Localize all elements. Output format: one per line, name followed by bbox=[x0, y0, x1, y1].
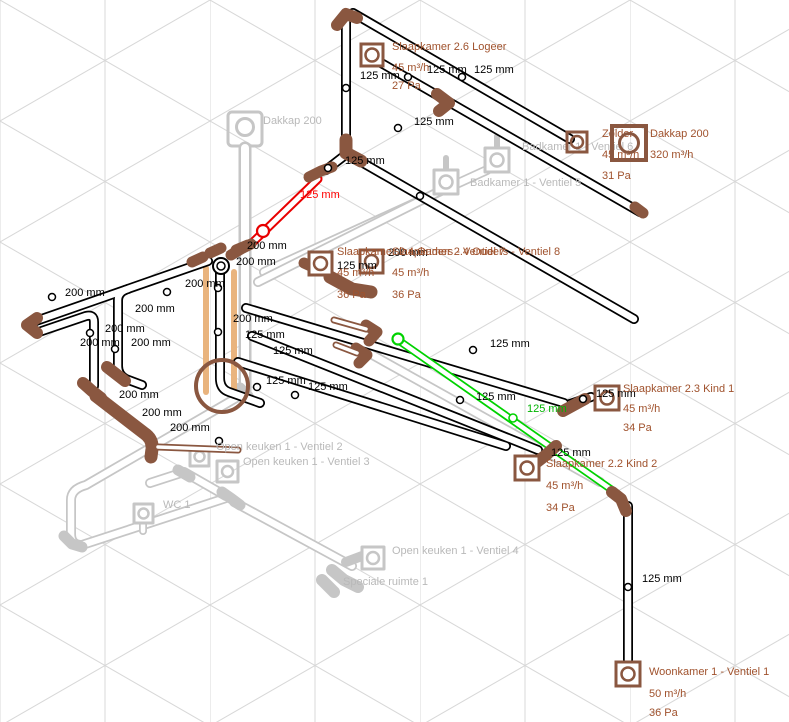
valve-icon-openkeuken-ventiel3[interactable] bbox=[215, 459, 240, 484]
green-connector-ring bbox=[391, 332, 405, 346]
valve-icon-zolder[interactable] bbox=[565, 130, 589, 154]
duct-highlight-red[interactable] bbox=[245, 174, 323, 250]
gray-elbow bbox=[172, 464, 196, 483]
roof-cap-icon-dakkap200[interactable] bbox=[610, 124, 648, 162]
elbow-fitting bbox=[629, 201, 649, 219]
valve-icon-badkamer-ventiel6[interactable] bbox=[483, 133, 511, 174]
valve-icons-active bbox=[307, 42, 642, 688]
elbow-fitting bbox=[606, 486, 632, 517]
elbow-fitting bbox=[360, 319, 383, 347]
flex-duct-tan[interactable] bbox=[203, 265, 237, 399]
valve-icon-slaapkamer26[interactable] bbox=[359, 42, 385, 68]
valve-icon-slaapkamer23[interactable] bbox=[593, 384, 621, 412]
valve-icon-openkeuken-ventiel4[interactable] bbox=[360, 545, 386, 571]
elbow-fitting bbox=[21, 312, 43, 339]
duct-highlight-green[interactable] bbox=[391, 332, 616, 494]
duct-collar-ring bbox=[194, 358, 250, 414]
elbow-fitting bbox=[101, 361, 131, 387]
valve-icon-ventiel8[interactable] bbox=[358, 248, 385, 275]
gray-elbow bbox=[316, 574, 340, 598]
elbow-fitting bbox=[186, 251, 209, 268]
gray-elbow bbox=[216, 486, 246, 511]
elbow-fitting bbox=[230, 239, 254, 256]
gray-elbow bbox=[58, 530, 88, 553]
valve-icon-badkamer-ventiel5[interactable] bbox=[432, 155, 460, 196]
gray-elbow bbox=[341, 551, 367, 567]
coupler-fitting bbox=[431, 88, 455, 117]
elbow-fitting bbox=[350, 342, 373, 369]
tee-fitting bbox=[339, 133, 368, 168]
riser-end-cap bbox=[212, 257, 230, 275]
valve-icon-slaapkamer22[interactable] bbox=[513, 454, 541, 482]
main-supply-duct bbox=[89, 389, 159, 464]
elbow-fitting bbox=[331, 8, 363, 31]
duct-rivets bbox=[47, 72, 633, 592]
gray-elbow bbox=[326, 564, 364, 593]
valve-icon-ventiel7[interactable] bbox=[307, 250, 334, 277]
reducer-fitting bbox=[323, 270, 378, 299]
duct-network-inactive[interactable] bbox=[58, 110, 605, 598]
red-connector-ring bbox=[255, 223, 271, 239]
duct-network-active[interactable] bbox=[28, 8, 645, 665]
elbow-fitting bbox=[204, 242, 227, 259]
valve-icon-woonkamer1[interactable] bbox=[614, 660, 642, 688]
valve-icon-wc1[interactable] bbox=[132, 502, 155, 525]
